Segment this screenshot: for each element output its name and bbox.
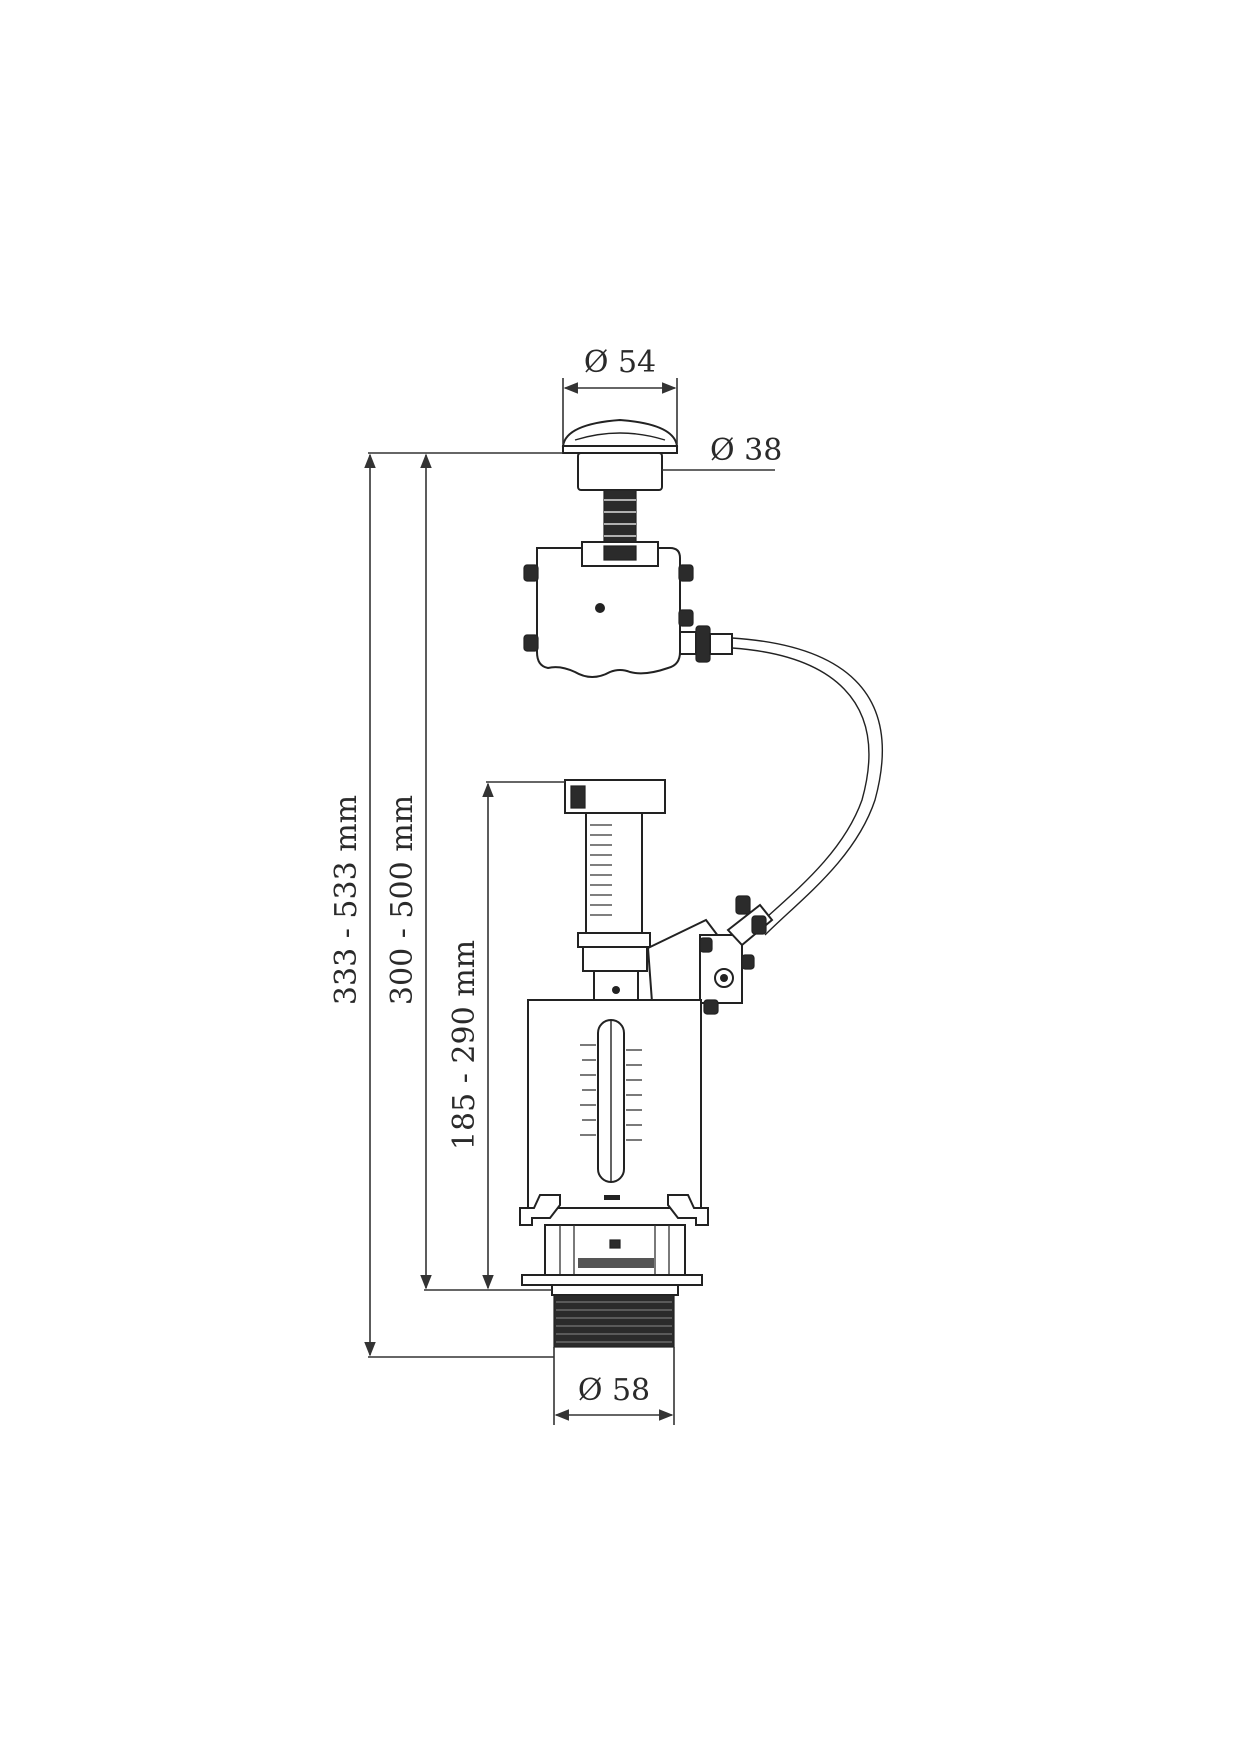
dimension-button-hole-diameter: Ø 38 bbox=[662, 433, 782, 471]
button-hole-diameter-label: Ø 38 bbox=[710, 433, 782, 468]
dimension-total-height: 333 - 533 mm bbox=[329, 452, 563, 1358]
valve-column bbox=[564, 779, 666, 1004]
valve-height-label: 300 - 500 mm bbox=[385, 795, 420, 1005]
dimension-body-height: 185 - 290 mm bbox=[447, 781, 565, 1290]
dimension-top-button-diameter: Ø 54 bbox=[562, 345, 678, 444]
air-hose bbox=[731, 637, 884, 936]
outlet-diameter-label: Ø 58 bbox=[578, 1373, 650, 1408]
body-height-label: 185 - 290 mm bbox=[447, 940, 482, 1150]
control-box bbox=[523, 541, 733, 678]
threaded-outlet bbox=[521, 1274, 703, 1348]
push-button bbox=[561, 418, 679, 551]
dimension-outlet-diameter: Ø 58 bbox=[553, 1347, 675, 1425]
top-button-diameter-label: Ø 54 bbox=[584, 345, 656, 380]
total-height-label: 333 - 533 mm bbox=[329, 795, 364, 1005]
cable-bracket bbox=[646, 895, 774, 1015]
valve-body bbox=[519, 999, 709, 1276]
dimension-valve-height: 300 - 500 mm bbox=[385, 453, 552, 1291]
